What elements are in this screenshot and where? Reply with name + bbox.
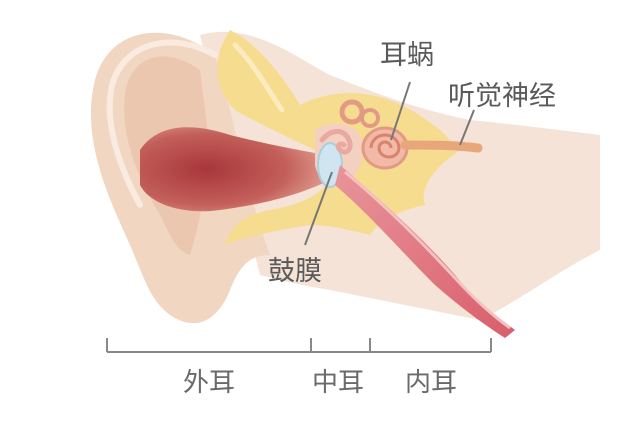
cochlea-label: 耳蜗	[380, 40, 434, 71]
cochlea	[361, 126, 409, 170]
outer-ear-label: 外耳	[183, 368, 236, 398]
bone-highlight	[232, 42, 285, 113]
eardrum	[317, 142, 343, 188]
pinna-rim	[106, 39, 218, 208]
eardrum-label: 鼓膜	[268, 256, 322, 287]
auditory-nerve-label: 听觉神经	[448, 81, 556, 112]
middle-ear-label: 中耳	[312, 368, 365, 398]
nerve-pointer	[459, 109, 475, 146]
semicircular-canals	[339, 99, 380, 128]
region-bracket	[106, 338, 492, 353]
ear-canal	[140, 127, 330, 212]
eardrum-pointer	[304, 171, 333, 246]
inner-ear-label: 内耳	[405, 368, 458, 398]
eustachian-tube-highlight	[344, 170, 511, 330]
ossicles	[319, 129, 353, 155]
cochlea-pointer	[390, 81, 411, 141]
auditory-nerve	[400, 140, 483, 153]
